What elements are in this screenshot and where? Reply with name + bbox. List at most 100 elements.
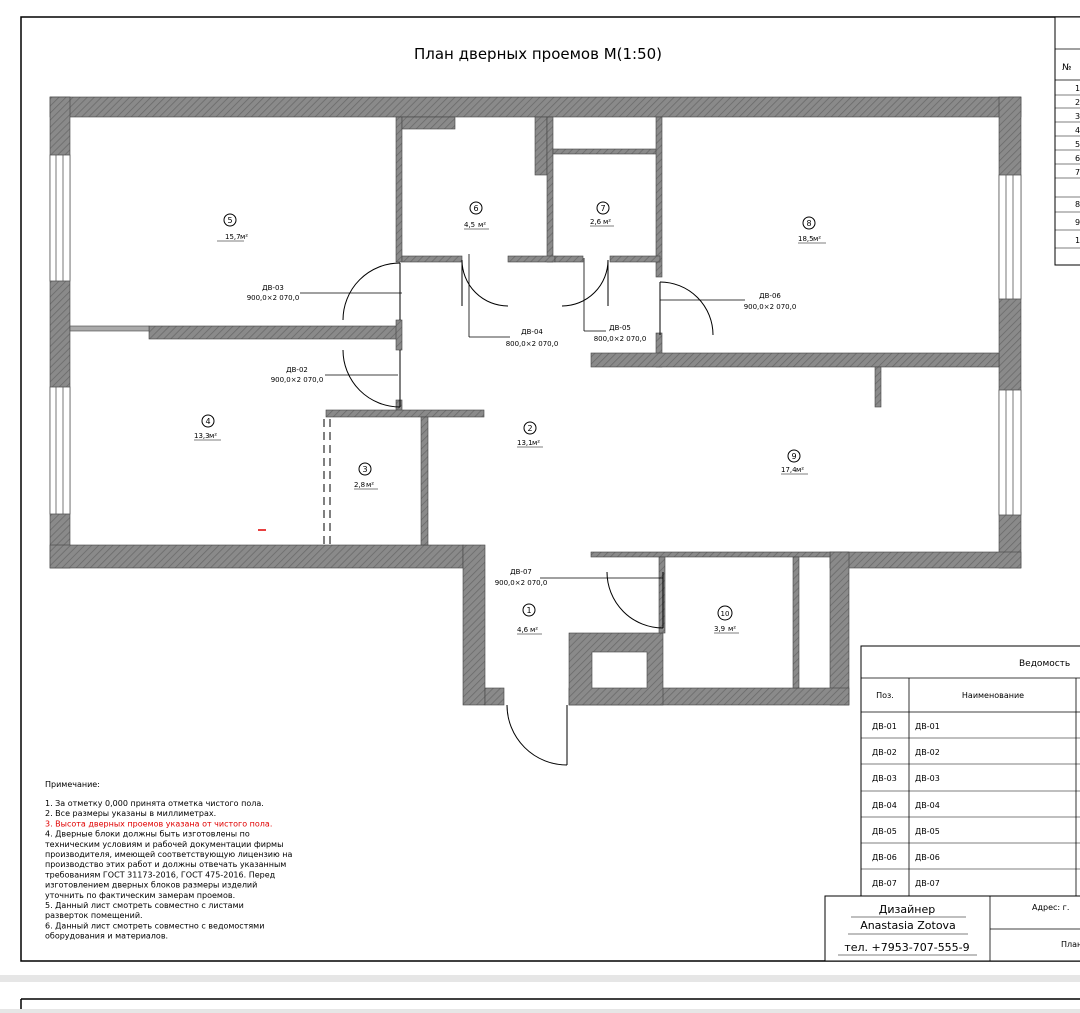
area-unit: м² xyxy=(603,218,611,226)
schedule-pos: ДВ-07 xyxy=(872,879,897,888)
room-number: 5 xyxy=(227,216,232,225)
area-unit: м² xyxy=(728,625,736,633)
door-size: 900,0×2 070,0 xyxy=(271,376,324,384)
door-size: 900,0×2 070,0 xyxy=(744,303,797,311)
room-number: 4 xyxy=(205,417,210,426)
table-row-mark: 1 xyxy=(1075,84,1080,93)
table-row-mark: 9 xyxy=(1075,218,1080,227)
table-row-mark: 2 xyxy=(1075,98,1080,107)
room-number: 6 xyxy=(473,204,478,213)
schedule-name: ДВ-07 xyxy=(915,879,940,888)
door-size: 900,0×2 070,0 xyxy=(247,294,300,302)
room-area: 18,5 xyxy=(798,235,814,243)
door-size: 900,0×2 070,0 xyxy=(495,579,548,587)
title-stamp: Дизайнер Anastasia Zotova тел. +7953-707… xyxy=(824,895,1080,962)
door-code: ДВ-06 xyxy=(759,292,781,300)
room-area: 4,5 xyxy=(464,221,475,229)
note-line: производителя, имеющей соответствующую л… xyxy=(45,850,292,859)
schedule-pos: ДВ-03 xyxy=(872,774,897,783)
next-sheet-edge xyxy=(0,982,1080,1009)
schedule-name: ДВ-03 xyxy=(915,774,940,783)
room-number: 1 xyxy=(526,606,531,615)
note-line: требованиям ГОСТ 31173-2016, ГОСТ 475-20… xyxy=(45,870,276,879)
room-number: 9 xyxy=(791,452,796,461)
schedule-name: ДВ-04 xyxy=(915,801,940,810)
door-tags: ДВ-03 900,0×2 070,0 ДВ-02 900,0×2 070,0 … xyxy=(247,284,797,587)
schedule-col-name: Наименование xyxy=(962,691,1024,700)
room-number: 3 xyxy=(362,465,367,474)
room-number: 7 xyxy=(600,204,605,213)
door-swings xyxy=(342,259,714,766)
room-labels: 5 15,7 м² 6 4,5 м² 7 2,6 м² 8 18,5 м² 4 … xyxy=(194,201,826,635)
stamp-phone: тел. +7953-707-555-9 xyxy=(844,941,969,954)
note-line: 3. Высота дверных проемов указана от чис… xyxy=(45,819,272,828)
door-code: ДВ-03 xyxy=(262,284,284,292)
notes-lines: 1. За отметку 0,000 принята отметка чист… xyxy=(45,799,292,941)
schedule-name: ДВ-01 xyxy=(915,722,940,731)
door-size: 800,0×2 070,0 xyxy=(506,340,559,348)
drawing-sheet: План дверных проемов М(1:50) xyxy=(0,0,1080,975)
room-area: 17,4 xyxy=(781,466,797,474)
table-row-mark: 10 xyxy=(1075,236,1080,245)
schedule-pos: ДВ-01 xyxy=(872,722,897,731)
next-sheet-frame xyxy=(20,998,1080,1009)
note-line: оборудования и материалов. xyxy=(45,932,168,941)
note-line: разверток помещений. xyxy=(45,911,143,920)
stamp-address: Адрес: г. xyxy=(1032,903,1069,912)
table-row-mark: 5 xyxy=(1075,140,1080,149)
schedule-pos: ДВ-02 xyxy=(872,748,897,757)
door-code: ДВ-02 xyxy=(286,366,308,374)
room-area: 13,3 xyxy=(194,432,210,440)
area-unit: м² xyxy=(796,466,804,474)
room-area: 15,7 xyxy=(225,233,241,241)
door-size: 800,0×2 070,0 xyxy=(594,335,647,343)
rooms-table: № 1 2 3 4 5 6 7 8 9 10 xyxy=(1054,16,1080,266)
area-unit: м² xyxy=(240,233,248,241)
schedule-pos: ДВ-06 xyxy=(872,853,897,862)
schedule-col-pos: Поз. xyxy=(876,691,894,700)
area-unit: м² xyxy=(478,221,486,229)
stamp-plan: План xyxy=(1061,940,1080,949)
door-code: ДВ-04 xyxy=(521,328,543,336)
sliding-door-lines xyxy=(323,419,331,545)
plan-title: План дверных проемов М(1:50) xyxy=(414,45,662,63)
table-row-mark: 8 xyxy=(1075,200,1080,209)
schedule-name: ДВ-05 xyxy=(915,827,940,836)
room-number: 2 xyxy=(527,424,532,433)
notes-heading: Примечание: xyxy=(45,780,100,789)
note-line: техническим условиям и рабочей документа… xyxy=(45,840,283,849)
notes-block: Примечание: 1. За отметку 0,000 принята … xyxy=(45,780,292,941)
room-number: 10 xyxy=(721,610,730,618)
note-line: производство этих работ и должны отвечат… xyxy=(45,860,286,869)
note-line: 2. Все размеры указаны в миллиметрах. xyxy=(45,809,216,818)
note-line: 6. Данный лист смотреть совместно с ведо… xyxy=(45,921,264,930)
room-number: 8 xyxy=(806,219,811,228)
table-row-mark: 6 xyxy=(1075,154,1080,163)
sheet-frame xyxy=(20,16,1080,962)
room-num-circle xyxy=(223,213,237,227)
note-line: 4. Дверные блоки должны быть изготовлены… xyxy=(45,830,250,839)
walls xyxy=(49,96,1022,706)
area-unit: м² xyxy=(532,439,540,447)
stamp-role: Дизайнер xyxy=(879,903,935,916)
room-area: 2,6 xyxy=(590,218,602,226)
schedule-pos: ДВ-05 xyxy=(872,827,897,836)
room-area: 3,9 xyxy=(714,625,725,633)
area-unit: м² xyxy=(813,235,821,243)
stamp-name: Anastasia Zotova xyxy=(860,919,956,932)
table-row-mark: 4 xyxy=(1075,126,1080,135)
floor-plan-drawing: План дверных проемов М(1:50) xyxy=(20,16,1080,962)
schedule-pos: ДВ-04 xyxy=(872,801,897,810)
table-row-mark: 3 xyxy=(1075,112,1080,121)
area-unit: м² xyxy=(209,432,217,440)
schedule-name: ДВ-06 xyxy=(915,853,940,862)
schedule-title: Ведомость xyxy=(1019,659,1070,669)
note-line: уточнить по фактическим замерам проемов. xyxy=(45,891,235,900)
door-code: ДВ-05 xyxy=(609,324,631,332)
table-header-number: № xyxy=(1062,63,1071,73)
room-area: 4,6 xyxy=(517,626,529,634)
schedule-name: ДВ-02 xyxy=(915,748,940,757)
room-area: 2,8 xyxy=(354,481,365,489)
note-line: изготовлением дверных блоков размеры изд… xyxy=(45,881,257,890)
table-row-mark: 7 xyxy=(1075,168,1080,177)
